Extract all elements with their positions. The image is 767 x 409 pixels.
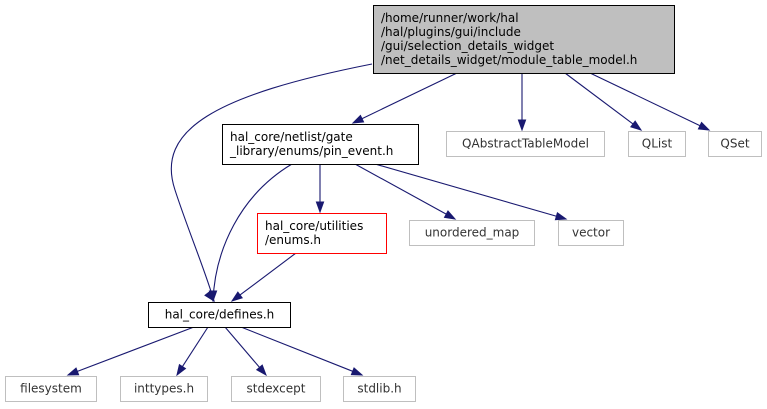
node-qlist[interactable]: QList (628, 131, 686, 157)
node-stdlib[interactable]: stdlib.h (343, 376, 416, 402)
node-label-line: vector (572, 226, 610, 240)
node-qabstracttablemodel[interactable]: QAbstractTableModel (446, 131, 605, 157)
node-label-line: /gui/selection_details_widget (381, 39, 554, 53)
node-label-line: stdlib.h (357, 382, 401, 396)
edge-defines-to-stdlib (240, 326, 364, 376)
edge-line (76, 326, 195, 373)
node-box (409, 220, 535, 246)
node-label-line: stdexcept (247, 382, 306, 396)
edge-root-to-defines (170, 63, 373, 303)
edge-defines-to-stdexcept (224, 326, 267, 377)
node-box (628, 131, 686, 157)
node-inttypes[interactable]: inttypes.h (120, 376, 208, 402)
edge-pin-event-to-defines (208, 163, 293, 303)
edge-line (360, 72, 458, 120)
node-label-line: QList (642, 137, 673, 151)
edge-root-to-pin-event (351, 72, 458, 124)
edge-arrowhead (315, 201, 325, 214)
node-pin-event[interactable]: hal_core/netlist/gate_library/enums/pin_… (222, 124, 419, 165)
edge-utilities-enums-to-defines (230, 252, 297, 302)
node-label-line: /net_details_widget/module_table_model.h (381, 53, 637, 67)
node-filesystem[interactable]: filesystem (5, 376, 97, 402)
edge-arrowhead (208, 290, 218, 303)
edge-root-to-qlist (564, 72, 643, 131)
node-box (446, 131, 605, 157)
node-label-line: QAbstractTableModel (462, 137, 589, 151)
edge-arrowhead (66, 367, 80, 376)
node-label-line: filesystem (20, 382, 82, 396)
node-root[interactable]: /home/runner/work/hal/hal/plugins/gui/in… (373, 5, 675, 74)
node-unordered-map[interactable]: unordered_map (409, 220, 535, 246)
edge-root-to-qset (589, 72, 711, 131)
edge-line (564, 72, 635, 126)
edge-line (240, 326, 354, 373)
node-label-line: hal_core/netlist/gate (230, 130, 353, 144)
node-label-line: inttypes.h (134, 382, 194, 396)
edge-arrowhead (255, 364, 267, 377)
node-qset[interactable]: QSet (708, 131, 762, 157)
node-box (257, 213, 387, 254)
edge-arrowhead (230, 291, 243, 302)
edge-arrowhead (517, 119, 527, 132)
node-vector[interactable]: vector (558, 220, 624, 246)
edge-arrowhead (350, 367, 364, 376)
node-label-line: /enums.h (265, 233, 321, 247)
node-stdexcept[interactable]: stdexcept (231, 376, 321, 402)
edge-arrowhead (176, 363, 187, 377)
node-defines[interactable]: hal_core/defines.h (148, 302, 291, 328)
edge-defines-to-inttypes (176, 326, 209, 377)
edge-line (589, 72, 702, 127)
node-box (222, 124, 419, 165)
edges-layer (66, 63, 711, 377)
edge-arrowhead (351, 114, 365, 124)
edge-line (374, 163, 558, 218)
node-box (148, 302, 291, 328)
node-box (708, 131, 762, 157)
edge-arrowhead (554, 211, 568, 221)
nodes-layer: /home/runner/work/hal/hal/plugins/gui/in… (5, 5, 762, 402)
node-label-line: /home/runner/work/hal (381, 11, 519, 25)
edge-line (181, 326, 209, 368)
edge-defines-to-filesystem (66, 326, 195, 376)
node-box (120, 376, 208, 402)
edge-line (354, 163, 448, 216)
node-label-line: /hal/plugins/gui/include (381, 25, 521, 39)
edge-arrowhead (443, 210, 457, 220)
node-box (5, 376, 97, 402)
node-box (373, 5, 675, 74)
node-box (231, 376, 321, 402)
edge-line (170, 63, 373, 302)
node-label-line: hal_core/defines.h (165, 308, 275, 322)
node-box (558, 220, 624, 246)
edge-pin-event-to-utilities-enums (315, 164, 325, 214)
edge-arrowhead (697, 121, 711, 131)
edge-line (224, 326, 261, 369)
edge-pin-event-to-vector (374, 163, 568, 221)
node-label-line: _library/enums/pin_event.h (229, 144, 393, 158)
edge-line (212, 163, 293, 302)
node-box (343, 376, 416, 402)
node-label-line: QSet (720, 137, 749, 151)
edge-line (238, 252, 297, 297)
node-label-line: hal_core/utilities (265, 219, 363, 233)
node-label-line: unordered_map (425, 226, 520, 240)
node-utilities-enums[interactable]: hal_core/utilities/enums.h (257, 213, 387, 254)
edge-arrowhead (630, 120, 643, 131)
edge-root-to-qabstracttablemodel (517, 73, 527, 132)
edge-pin-event-to-unordered-map (354, 163, 457, 220)
